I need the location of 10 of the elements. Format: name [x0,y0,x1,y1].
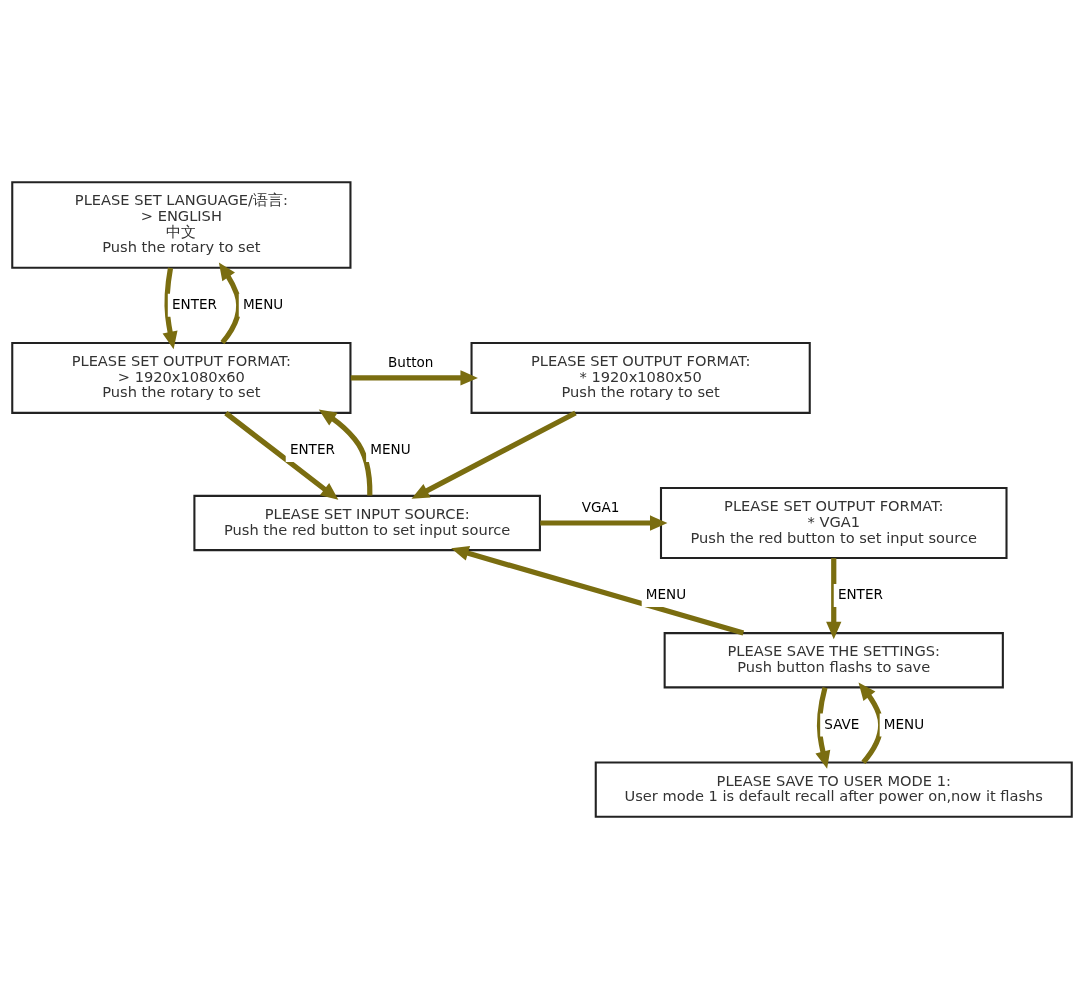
edge-label: ENTER [837,585,883,602]
edge-label: MENU [883,715,925,732]
edge-label: Button [388,353,434,370]
edge-label: VGA1 [581,498,620,515]
edge-label: ENTER [289,440,335,457]
edge-label: MENU [645,585,687,602]
edge-label: MENU [370,440,411,457]
edge-label: ENTER [171,295,217,312]
edge-label: MENU [242,295,284,312]
edge-label: SAVE [824,715,860,732]
